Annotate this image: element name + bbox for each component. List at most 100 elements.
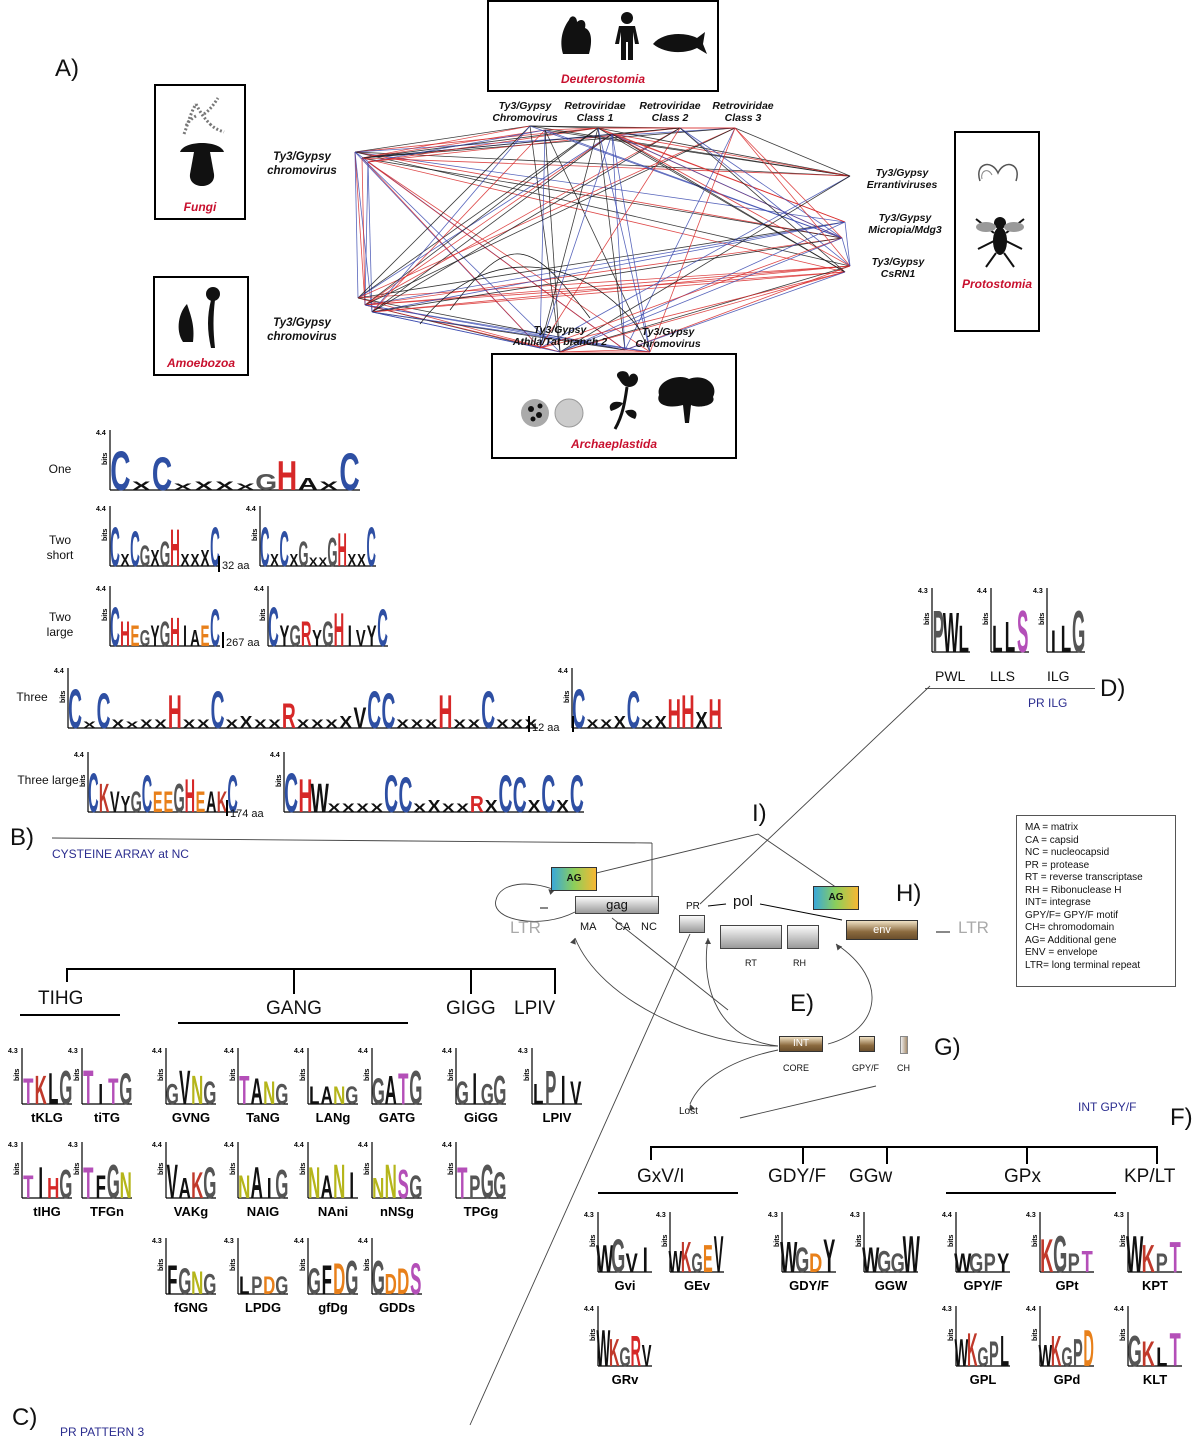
arrowhead xyxy=(836,944,843,951)
logo-letter: I xyxy=(1051,625,1056,660)
transfer-network xyxy=(354,125,851,353)
group-ggw: GGw xyxy=(849,1166,893,1187)
logo-name: Gvi xyxy=(615,1278,636,1293)
logo-letter: G xyxy=(203,1074,216,1112)
logo-letter: G xyxy=(290,619,301,652)
logo-letter: T xyxy=(83,1160,94,1209)
group-gang: GANG xyxy=(266,998,322,1019)
logo-letter: X xyxy=(154,718,167,731)
logo-letter: X xyxy=(83,720,96,730)
logo-letter: G xyxy=(481,1154,494,1209)
element-deut-1-line1: Ty3/Gypsy xyxy=(498,100,552,112)
logo-letter: X xyxy=(614,712,626,732)
logo-name: GPt xyxy=(1055,1278,1079,1293)
rh-label: RH xyxy=(793,958,806,968)
transfer-line xyxy=(539,175,851,349)
group-tihg: TIHG xyxy=(38,988,84,1009)
logo-letter: G xyxy=(345,1083,358,1110)
element-prot-1-line2: Errantiviruses xyxy=(866,179,938,191)
group-gdyf: GDY/F xyxy=(768,1166,827,1187)
logo-letter: T xyxy=(23,1072,34,1113)
connector-line xyxy=(591,833,759,875)
tree-branch xyxy=(650,1146,652,1160)
logo-name: KPT xyxy=(1142,1278,1168,1293)
group-kplt: KP/LT xyxy=(1124,1166,1176,1187)
element-prot-3-line2: CsRN1 xyxy=(880,268,916,280)
logo-letter: T xyxy=(1082,1245,1094,1279)
tree-branch xyxy=(20,1014,120,1016)
logo-letter: W xyxy=(903,1227,920,1284)
transfer-line xyxy=(361,157,561,353)
logo-letter: T xyxy=(23,1168,33,1206)
logo-letter: X xyxy=(126,720,139,730)
logo-letter: C xyxy=(382,684,396,739)
logo-letter: C xyxy=(142,766,152,825)
transfer-line xyxy=(539,127,681,349)
logo-letter: G xyxy=(372,1072,385,1113)
amoebozoa-box: Amoebozoa xyxy=(153,276,249,376)
int-label: INT xyxy=(792,1038,810,1049)
panel-i-label: I) xyxy=(752,800,767,827)
logo-name: NAIG xyxy=(247,1204,280,1219)
logo-letter: A xyxy=(298,474,318,494)
logo-letter: G xyxy=(619,1342,630,1372)
transfer-line xyxy=(357,125,531,299)
transfer-line xyxy=(371,311,651,353)
logo-max-tick: 4.4 xyxy=(358,1048,368,1055)
logo-letter: X xyxy=(370,802,383,815)
logo-name: GEv xyxy=(684,1278,711,1293)
taxon-deuterostomia: Deuterostomia xyxy=(560,72,646,86)
transfer-line xyxy=(539,129,546,349)
gap-three: 12 aa xyxy=(532,722,560,734)
logo-letter: K xyxy=(217,785,228,818)
transfer-line xyxy=(611,133,846,223)
group-gigg: GIGG xyxy=(446,998,496,1019)
logo-letter: W xyxy=(862,1241,880,1280)
logo-letter: X xyxy=(453,718,466,731)
logo-name: tiTG xyxy=(94,1110,120,1125)
transfer-line xyxy=(367,161,373,313)
transfer-line xyxy=(539,271,846,349)
logo-letter: C xyxy=(541,765,555,823)
evolution-arrow xyxy=(495,883,576,922)
logo-letter: X xyxy=(600,718,613,731)
transfer-line xyxy=(559,175,851,353)
transfer-line xyxy=(544,129,651,353)
row-label-three-large: Three large xyxy=(17,773,79,787)
logo-letter: G xyxy=(160,614,171,654)
element-deut-3: Retroviridae Class 2 xyxy=(630,100,710,124)
tree-branch xyxy=(293,968,295,994)
transfer-line xyxy=(679,127,843,239)
logo-letter: C xyxy=(570,765,584,823)
transfer-line xyxy=(361,157,846,273)
logo-letter: H xyxy=(170,610,180,656)
element-fungi-line2: chromovirus xyxy=(267,165,337,177)
protostomia-box: Protostomia xyxy=(954,131,1040,332)
transfer-line xyxy=(364,161,369,306)
logo-max-tick: 4.3 xyxy=(1033,588,1043,595)
element-deut-2-line2: Class 1 xyxy=(576,112,614,124)
logo-max-tick: 4.4 xyxy=(152,1048,162,1055)
logo-bits-label: bits xyxy=(158,1068,165,1081)
logo-letter: G xyxy=(327,530,337,576)
logo-letter: A xyxy=(179,1172,191,1204)
logo-name: TFGn xyxy=(90,1204,124,1219)
logo-letter: X xyxy=(524,718,537,731)
logo-letter: X xyxy=(297,718,310,731)
logo-max-tick: 4.4 xyxy=(246,506,256,513)
element-prot-2: Ty3/Gypsy Micropia/Mdg3 xyxy=(850,212,960,236)
transfer-line xyxy=(611,133,851,177)
logo-bits-label: bits xyxy=(948,1234,955,1247)
logo-letter: W xyxy=(597,1321,611,1378)
logo-letter: C xyxy=(377,600,388,659)
logo-letter: T xyxy=(1170,1322,1181,1376)
tree-branch xyxy=(650,1146,1158,1148)
gag-segment: gag xyxy=(575,896,659,914)
